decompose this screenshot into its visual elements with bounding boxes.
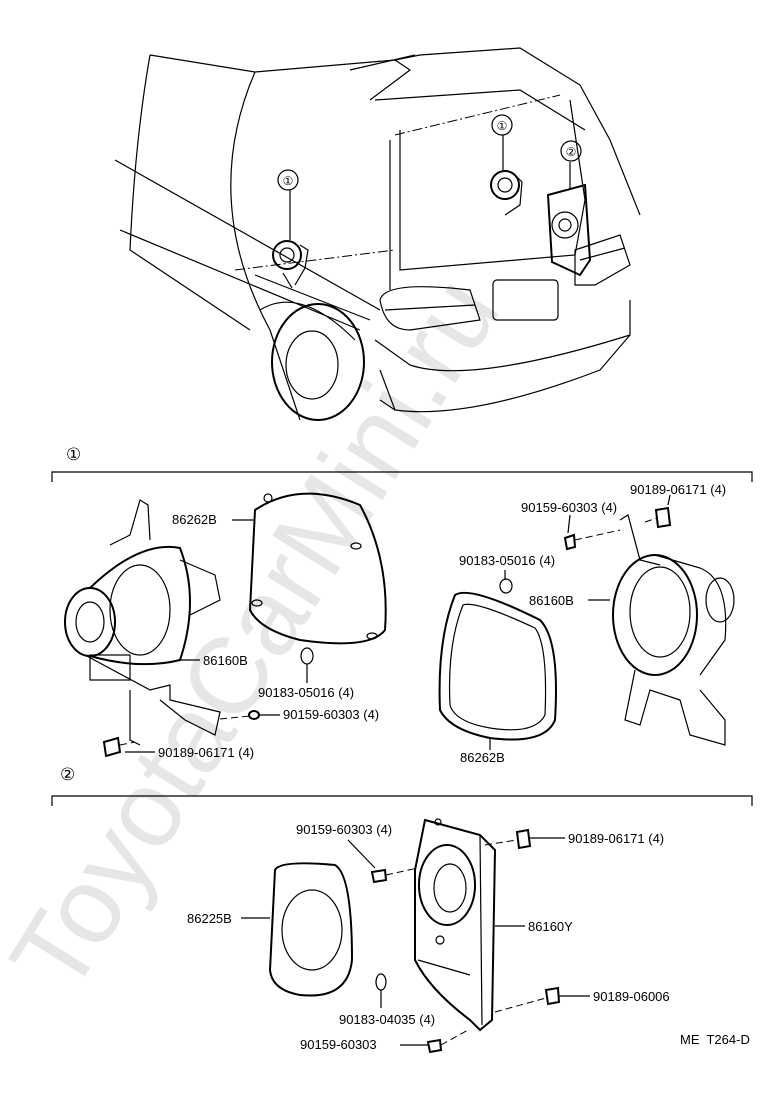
part-label-90189-06006: 90189-06006 xyxy=(593,989,670,1004)
screw-90159-60303-right xyxy=(563,529,621,551)
speaker-location-center xyxy=(490,170,523,216)
part-label-90189-06171-top: 90189-06171 (4) xyxy=(568,831,664,846)
section-2-bracket xyxy=(51,795,753,806)
grille-86225B xyxy=(268,862,354,997)
grille-86262B-left xyxy=(248,492,387,645)
clip-90189-06171-right xyxy=(644,506,672,529)
part-label-90183-04035: 90183-04035 (4) xyxy=(339,1012,435,1027)
speaker-assembly-86160B-left xyxy=(64,499,221,746)
speaker-box-86160Y xyxy=(414,818,497,1032)
part-label-86262B-right: 86262B xyxy=(460,750,505,765)
vehicle-callout-text: ② xyxy=(566,145,577,159)
section-2: ② xyxy=(51,765,753,1054)
vehicle-callout-text: ① xyxy=(283,174,294,188)
part-label-90189-06171-left: 90189-06171 (4) xyxy=(158,745,254,760)
speaker-location-left xyxy=(272,240,309,289)
vehicle-callout-1-left: ① xyxy=(277,169,299,191)
part-label-86160B-right: 86160B xyxy=(529,593,574,608)
section-marker-1: ① xyxy=(66,445,81,464)
section-1-bracket xyxy=(51,471,753,482)
clip-90189-06171-top xyxy=(484,828,532,850)
part-label-90183-05016-left: 90183-05016 (4) xyxy=(258,685,354,700)
clip-90189-06006 xyxy=(494,986,561,1013)
screw-90159-60303-top xyxy=(370,867,419,884)
part-label-90189-06171-right: 90189-06171 (4) xyxy=(630,482,726,497)
part-label-90159-60303-left: 90159-60303 (4) xyxy=(283,707,379,722)
part-label-86160B-left: 86160B xyxy=(203,653,248,668)
section-marker-2: ② xyxy=(60,765,75,784)
nut-90183-04035 xyxy=(375,973,387,991)
vehicle-callout-text: ① xyxy=(497,119,508,133)
part-label-86225B: 86225B xyxy=(187,911,232,926)
vehicle-callout-2-right: ② xyxy=(560,140,582,162)
clip-90189-06171-left xyxy=(102,736,136,758)
part-label-90183-05016-right: 90183-05016 (4) xyxy=(459,553,555,568)
diagram-code: ME T264-D xyxy=(680,1032,750,1047)
vehicle-illustration xyxy=(114,47,641,421)
part-label-86262B-left: 86262B xyxy=(172,512,217,527)
speaker-assembly-86160B-right xyxy=(612,514,735,746)
vehicle-callout-1-center: ① xyxy=(491,114,513,136)
screw-90159-60303-bottom xyxy=(426,1029,469,1054)
screw-90159-60303-left xyxy=(219,710,260,720)
part-label-86160Y: 86160Y xyxy=(528,919,573,934)
nut-90183-05016-right xyxy=(499,578,513,594)
part-label-90159-60303-top: 90159-60303 (4) xyxy=(296,822,392,837)
part-label-90159-60303-right: 90159-60303 (4) xyxy=(521,500,617,515)
grille-86262B-right xyxy=(438,591,557,741)
section-1: ① xyxy=(51,445,753,765)
part-label-90159-60303-bottom: 90159-60303 xyxy=(300,1037,377,1052)
speaker-location-right xyxy=(546,183,592,277)
